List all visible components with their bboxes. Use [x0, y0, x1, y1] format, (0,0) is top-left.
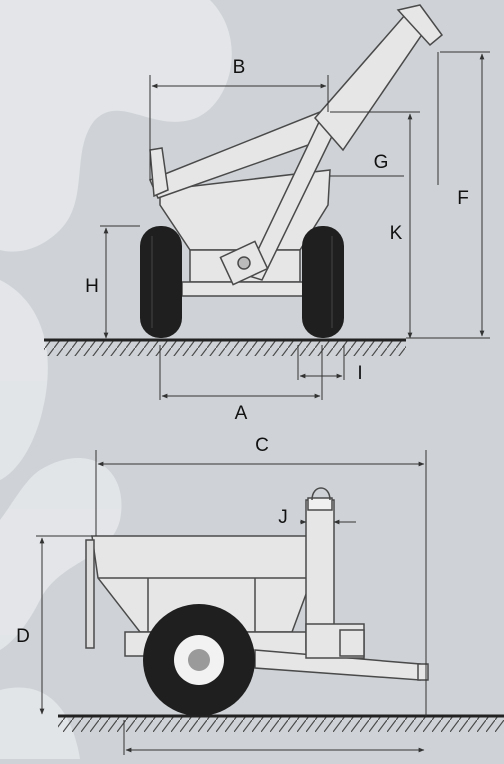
label-h: H	[85, 276, 99, 297]
cart-body-front	[148, 4, 444, 297]
label-d: D	[16, 626, 30, 647]
label-g: G	[374, 152, 389, 173]
front-view: B G K F H I A	[44, 4, 490, 424]
cart-body-side	[85, 487, 429, 681]
label-j: J	[278, 507, 288, 528]
label-f: F	[457, 188, 469, 209]
front-dimensions	[100, 51, 490, 400]
side-view: C J D	[16, 435, 504, 755]
label-c: C	[255, 435, 269, 456]
ground-side	[58, 716, 504, 732]
tire-right-front	[302, 226, 344, 338]
label-k: K	[390, 223, 403, 244]
label-a: A	[235, 403, 248, 424]
label-b: B	[233, 57, 246, 78]
tire-left-front	[140, 226, 182, 338]
tire-side	[143, 604, 255, 716]
ground-front	[44, 340, 406, 356]
watermark-graphic	[0, 0, 232, 759]
label-i: I	[357, 363, 362, 384]
side-dimensions	[36, 450, 427, 755]
